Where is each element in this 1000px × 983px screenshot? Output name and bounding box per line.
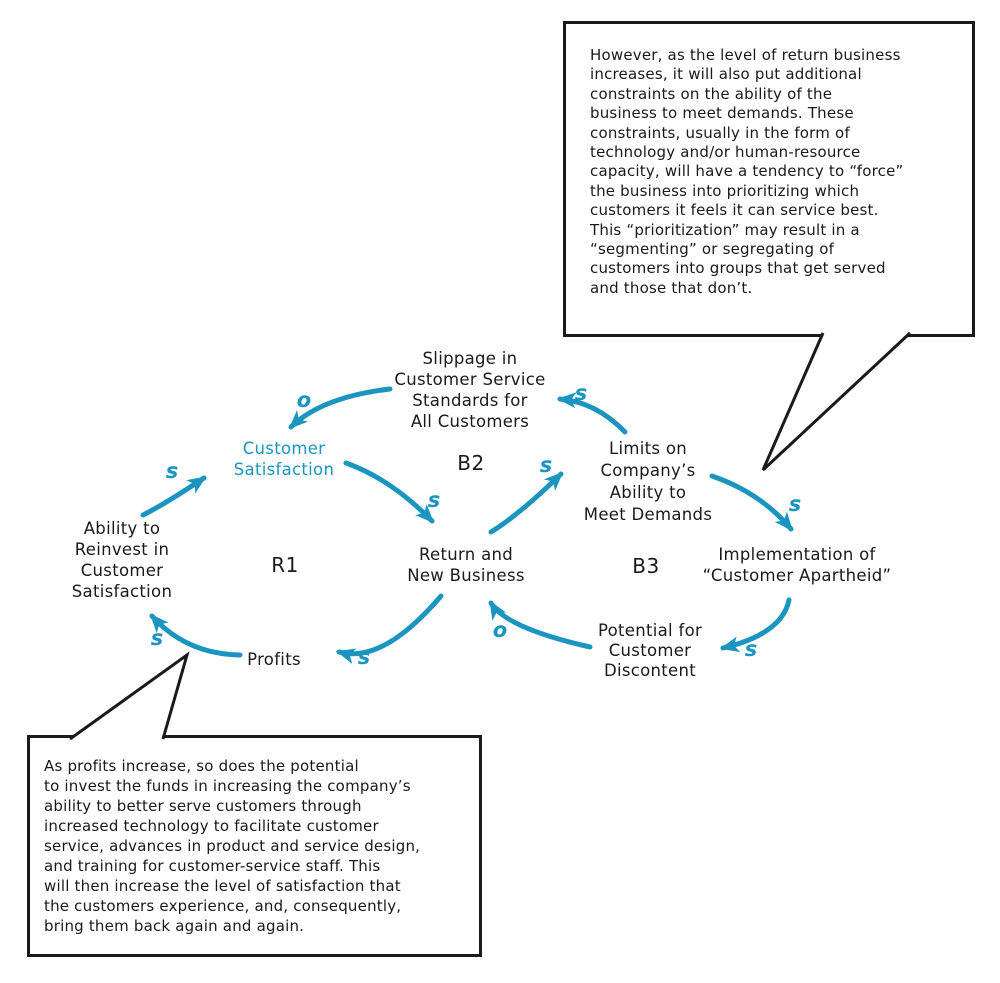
polarity-return-to-profits: s [357,645,371,669]
arrow-profits-to-ability [149,613,243,658]
polarity-ability-to-satisfaction: s [165,459,179,483]
node-ability-to-reinvest: Ability to Reinvest in Customer Satisfac… [71,519,173,601]
node-limits-on-ability: Limits on Company’s Ability to Meet Dema… [583,439,713,524]
arrow-ability-to-customer-satisfaction [140,475,207,518]
polarity-slippage-to-satisfaction: o [296,388,312,412]
polarity-satisfaction-to-return: s [427,488,441,512]
polarity-implementation-to-discontent: s [744,637,758,661]
callout-bottom-left-tail [69,651,190,741]
polarity-limits-to-slippage: s [574,381,588,405]
polarity-limits-to-implementation: s [788,492,802,516]
polarity-discontent-to-return: o [492,618,508,642]
node-customer-apartheid: Implementation of “Customer Apartheid” [702,545,892,585]
arrow-limits-to-implementation [709,473,794,532]
callout-top-right-text: However, as the level of return business… [590,46,904,297]
arrow-limits-to-slippage [557,392,628,435]
polarity-profits-to-ability: s [150,626,164,650]
node-potential-for-discontent: Potential for Customer Discontent [597,621,703,680]
callout-top-right: However, as the level of return business… [563,21,975,337]
loop-label-b2: B2 [457,451,485,475]
polarity-return-to-limits: s [539,453,553,477]
arrow-return-to-limits [488,471,564,535]
arrow-return-to-profits [336,593,444,664]
loop-label-b3: B3 [632,554,660,578]
callout-top-right-tail [761,331,912,472]
loop-label-r1: R1 [271,553,299,577]
node-profits: Profits [247,650,301,669]
node-slippage-in-standards: Slippage in Customer Service Standards f… [394,349,546,431]
arrow-customer-satisfaction-to-return [343,460,435,524]
callout-bottom-left: As profits increase, so does the potenti… [27,735,482,957]
callout-bottom-left-text: As profits increase, so does the potenti… [44,757,421,935]
node-customer-satisfaction: Customer Satisfaction [233,439,335,479]
node-return-and-new-business: Return and New Business [407,545,525,585]
